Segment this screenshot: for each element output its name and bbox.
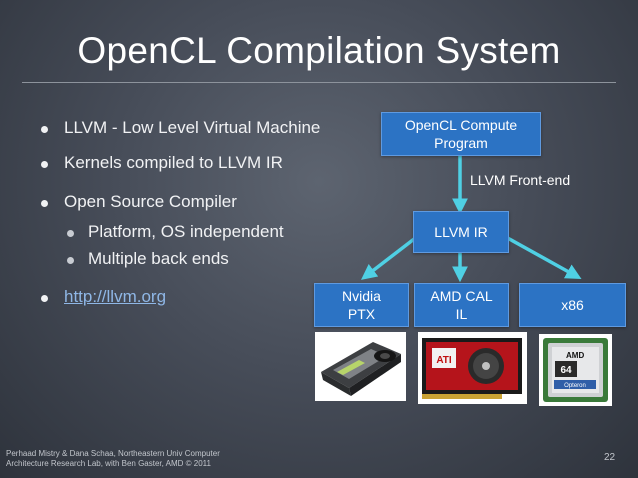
bullet-dot (41, 126, 48, 133)
arrow-to-x86 (503, 234, 582, 280)
bullet-kernels: Kernels compiled to LLVM IR (64, 153, 283, 172)
opencl-program-label: OpenCL Compute Program (404, 117, 518, 151)
bullet-llvm: LLVM - Low Level Virtual Machine (64, 118, 321, 137)
amd-cal-il-box: AMD CAL IL (414, 283, 509, 327)
footer-line-2: Architecture Research Lab, with Ben Gast… (6, 459, 211, 468)
amd-opteron-image: AMD 64 Opteron (539, 334, 612, 406)
sub-bullet-dot (67, 230, 74, 237)
x86-label: x86 (561, 297, 584, 313)
sub-bullet-dot (67, 257, 74, 264)
frontend-label: LLVM Front-end (470, 172, 571, 188)
footer-line-1: Perhaad Mistry & Dana Schaa, Northeaster… (6, 449, 220, 458)
amd-cal-il-label: AMD CAL IL (430, 288, 493, 322)
nvidia-card-image (315, 332, 406, 401)
bullet-dot (41, 295, 48, 302)
arrow-to-nvidia (361, 234, 420, 280)
footer-credits: Perhaad Mistry & Dana Schaa, Northeaster… (6, 449, 220, 469)
nvidia-ptx-box: Nvidia PTX (314, 283, 409, 327)
llvm-ir-label: LLVM IR (434, 224, 488, 240)
llvm-link[interactable]: http://llvm.org (64, 287, 167, 306)
amd-chip-text: AMD (566, 351, 584, 360)
opencl-program-box: OpenCL Compute Program (381, 112, 541, 156)
bullet-dot (41, 161, 48, 168)
ati-logo-text: ATI (436, 355, 452, 366)
amd-chip-badge: 64 (560, 365, 572, 376)
sub-bullet-backends: Multiple back ends (88, 249, 229, 268)
nvidia-ptx-label: Nvidia PTX (342, 288, 381, 322)
bullet-open-source: Open Source Compiler (64, 192, 237, 211)
page-number: 22 (604, 452, 616, 463)
sub-bullet-platform: Platform, OS independent (88, 222, 284, 241)
bullet-dot (41, 200, 48, 207)
ati-card-image: ATI (418, 332, 527, 404)
slide-title: OpenCL Compilation System (77, 30, 561, 71)
title-divider (22, 82, 616, 83)
llvm-ir-box: LLVM IR (413, 211, 509, 253)
bullet-link-item: http://llvm.org (64, 287, 166, 307)
x86-box: x86 (519, 283, 626, 327)
amd-chip-model: Opteron (564, 383, 586, 389)
